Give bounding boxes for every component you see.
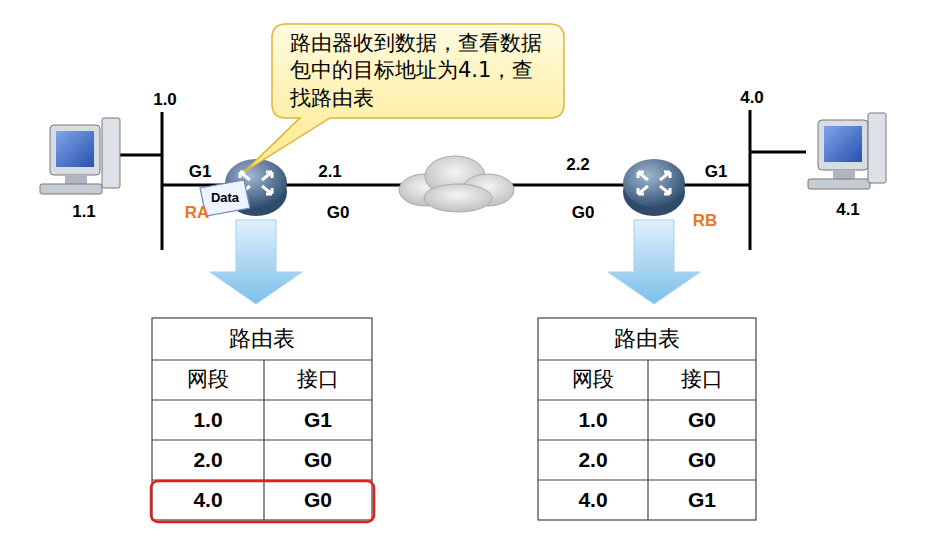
table-cell: 网段: [187, 368, 229, 391]
network-label: RA: [185, 204, 210, 223]
highlight-box: [151, 481, 374, 522]
callout-shape: [244, 24, 564, 172]
table-cell: G1: [688, 488, 716, 511]
table-cell: 2.0: [193, 448, 222, 471]
network-label: Data: [211, 191, 239, 205]
network-label: G0: [327, 204, 350, 223]
down-arrow: [210, 220, 302, 304]
route-table-grid: [538, 318, 756, 520]
network-label: G1: [189, 163, 212, 182]
table-cell: G0: [304, 488, 332, 511]
callout-bubble: 路由器收到数据，查看数据包中的目标地址为4.1，查找路由表: [272, 24, 564, 118]
table-cell: 1.0: [578, 408, 607, 431]
table-cell: 2.0: [578, 448, 607, 471]
table-cell: 路由表: [229, 327, 295, 351]
table-cell: G0: [688, 448, 716, 471]
pc-icon: [808, 113, 886, 189]
network-label: 4.0: [740, 89, 764, 108]
pc-icon: [40, 118, 120, 194]
network-label: 1.0: [153, 91, 177, 110]
table-cell: 1.0: [193, 408, 222, 431]
table-cell: 网段: [572, 368, 614, 391]
table-cell: G0: [688, 408, 716, 431]
route-table-grid: [152, 318, 372, 520]
wire: [118, 110, 806, 250]
table-cell: 接口: [681, 368, 723, 391]
network-label: RB: [693, 212, 718, 231]
network-label: 2.2: [566, 156, 590, 175]
table-cell: G0: [304, 448, 332, 471]
table-cell: 路由表: [614, 327, 680, 351]
network-cloud: [399, 156, 514, 212]
table-cell: 接口: [297, 368, 339, 391]
table-cell: 4.0: [578, 488, 607, 511]
table-cell: 4.0: [193, 488, 222, 511]
network-label: 2.1: [318, 163, 342, 182]
down-arrow: [608, 220, 700, 304]
network-label: 4.1: [836, 201, 860, 220]
network-label: G0: [572, 204, 595, 223]
network-label: G1: [705, 163, 728, 182]
callout-text: 路由器收到数据，查看数据包中的目标地址为4.1，查找路由表: [290, 30, 546, 112]
network-label: 1.1: [72, 203, 96, 222]
table-cell: G1: [304, 408, 332, 431]
router-icon: [623, 159, 685, 216]
